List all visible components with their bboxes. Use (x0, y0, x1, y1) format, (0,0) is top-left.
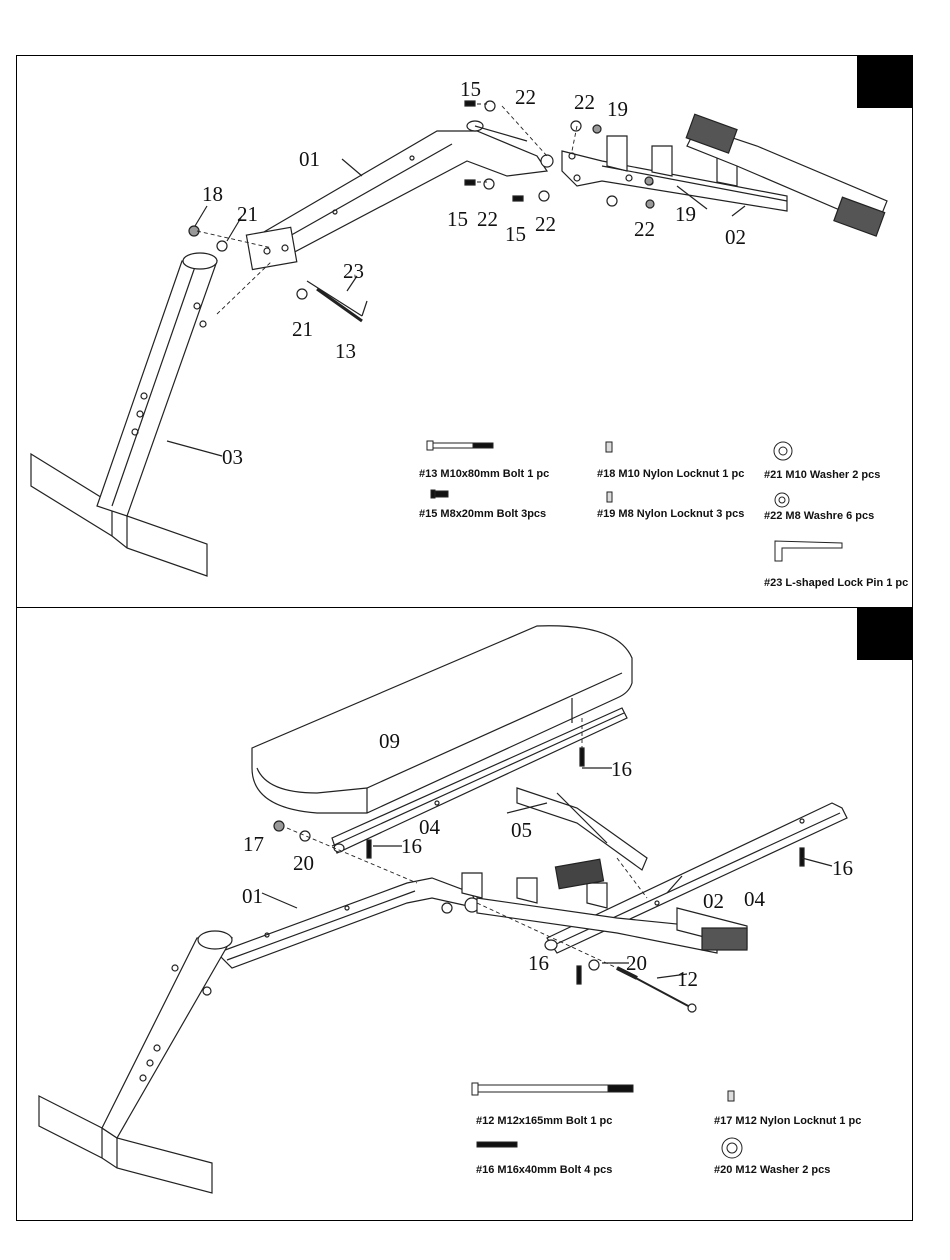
hardware-label-18: #18 M10 Nylon Locknut 1 pc (597, 468, 745, 480)
callout-15: 15 (505, 222, 526, 246)
short-bolt-icon (430, 489, 449, 499)
long-bolt-icon (471, 1082, 634, 1096)
hardware-label-16: #16 M16x40mm Bolt 4 pcs (476, 1164, 613, 1176)
locknut-icon (606, 491, 613, 503)
step-2-panel: 09 16 17 20 16 04 05 01 02 04 16 16 20 1… (16, 607, 913, 1221)
callout-20: 20 (293, 851, 314, 875)
locknut-icon (605, 441, 613, 453)
callout-01: 01 (299, 147, 320, 171)
callout-16: 16 (401, 834, 422, 858)
callout-22: 22 (535, 212, 556, 236)
callout-09: 09 (379, 729, 400, 753)
bolt-15 (464, 100, 476, 107)
hardware-icons (471, 1082, 743, 1159)
bolt-15 (464, 179, 476, 186)
washer-21 (216, 240, 228, 252)
hardware-label-12: #12 M12x165mm Bolt 1 pc (476, 1115, 613, 1127)
callout-22: 22 (515, 85, 536, 109)
callout-18: 18 (202, 182, 223, 206)
bolt-16-group (366, 747, 805, 985)
washer-21 (296, 288, 308, 300)
bolt-13 (316, 287, 363, 323)
hardware-label-17: #17 M12 Nylon Locknut 1 pc (714, 1115, 862, 1127)
callout-15: 15 (447, 207, 468, 231)
callout-22: 22 (574, 90, 595, 114)
callout-03: 03 (222, 445, 243, 469)
callout-04: 04 (419, 815, 441, 839)
locknut-icon (727, 1090, 735, 1102)
washer-20 (588, 959, 600, 971)
step-number-box (857, 55, 913, 108)
bolt-15 (512, 195, 524, 202)
locknut-19 (645, 199, 655, 209)
callout-19: 19 (675, 202, 696, 226)
hardware-label-23: #23 L-shaped Lock Pin 1 pc (764, 577, 909, 589)
callout-12: 12 (677, 967, 698, 991)
locknut-19 (644, 176, 654, 186)
hardware-label-13: #13 M10x80mm Bolt 1 pc (419, 468, 550, 480)
callout-22: 22 (634, 217, 655, 241)
lock-pin-23 (306, 280, 368, 317)
callout-17: 17 (243, 832, 264, 856)
main-frame-01 (215, 877, 480, 969)
step-2-diagram: 09 16 17 20 16 04 05 01 02 04 16 16 20 1… (38, 625, 853, 1194)
washer-22 (570, 120, 582, 132)
callout-19: 19 (607, 97, 628, 121)
hardware-label-20: #20 M12 Washer 2 pcs (714, 1164, 831, 1176)
hardware-label-21: #21 M10 Washer 2 pcs (764, 469, 881, 481)
callout-04: 04 (744, 887, 766, 911)
seat-pad-09 (251, 625, 633, 814)
callout-13: 13 (335, 339, 356, 363)
locknut-19 (592, 124, 602, 134)
leg-frame-02 (561, 113, 888, 237)
upright-frame-03 (38, 930, 234, 1194)
bolt-12 (616, 966, 697, 1013)
callout-16: 16 (611, 757, 632, 781)
hardware-icons (426, 440, 843, 562)
callout-20: 20 (626, 951, 647, 975)
bolt-icon (476, 1141, 518, 1148)
l-pin-icon (774, 540, 843, 562)
hardware-label-22: #22 M8 Washre 6 pcs (764, 510, 875, 522)
washer-20 (299, 830, 311, 842)
callout-21: 21 (237, 202, 258, 226)
callout-02: 02 (725, 225, 746, 249)
washer-icon (774, 492, 790, 508)
support-bracket-05 (516, 787, 648, 871)
washer-22 (484, 100, 496, 112)
callout-21: 21 (292, 317, 313, 341)
callout-05: 05 (511, 818, 532, 842)
washer-icon (721, 1137, 743, 1159)
leg-frame-02 (461, 858, 748, 954)
callout-22: 22 (477, 207, 498, 231)
step-number-box (857, 607, 913, 660)
step-1-diagram: 15 22 22 19 01 18 21 15 22 15 22 19 22 0… (30, 77, 888, 577)
washer-22 (483, 178, 495, 190)
hardware-label-15: #15 M8x20mm Bolt 3pcs (419, 508, 547, 520)
hardware-label-19: #19 M8 Nylon Locknut 3 pcs (597, 508, 745, 520)
locknut-17 (273, 820, 285, 832)
washer-icon (773, 441, 793, 461)
callout-02: 02 (703, 889, 724, 913)
main-frame-01 (245, 120, 554, 271)
callout-23: 23 (343, 259, 364, 283)
step-1-panel: 15 22 22 19 01 18 21 15 22 15 22 19 22 0… (16, 55, 913, 608)
callout-16: 16 (528, 951, 549, 975)
long-bolt-icon (426, 440, 494, 451)
washer-22 (606, 195, 618, 207)
callout-01: 01 (242, 884, 263, 908)
callout-16: 16 (832, 856, 853, 880)
callout-15: 15 (460, 77, 481, 101)
washer-22 (538, 190, 550, 202)
upright-frame-03 (30, 252, 218, 577)
